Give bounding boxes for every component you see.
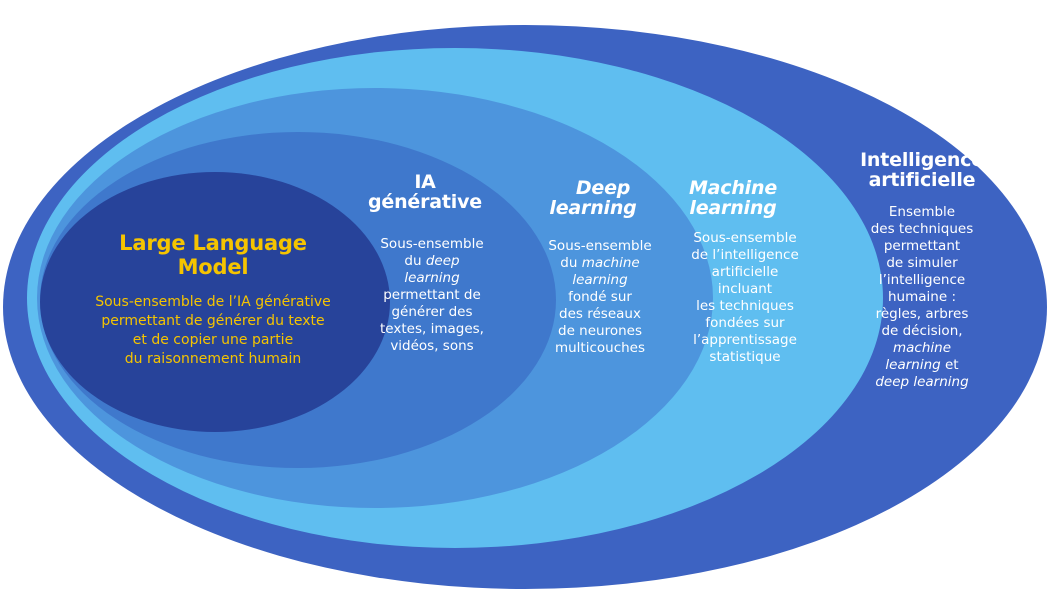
layer-ml-desc-line: artificielle (711, 264, 779, 280)
layer-ai-desc-line: des techniques (870, 221, 974, 237)
layer-ml-desc-line: de l’intelligence (691, 247, 799, 263)
layer-ml-desc-line: les techniques (696, 298, 794, 314)
layer-gen-desc-line: permettant de (383, 287, 481, 303)
layer-gen-desc-line: learning (404, 270, 460, 286)
layer-llm-title: Large Language Model (119, 231, 307, 279)
layer-ml-desc-line: statistique (709, 349, 781, 365)
layer-dl-desc-line: Sous-ensemble (548, 238, 652, 254)
layer-gen-title: IA générative (368, 171, 482, 213)
layer-ai-desc-line: machine (892, 340, 951, 356)
layer-ai-desc-line: learning et (885, 357, 959, 373)
layer-ai-desc-line: de décision, (881, 323, 963, 339)
layer-llm: Large Language Model Sous-ensemble de l’… (68, 231, 358, 369)
layer-dl-desc-line: du machine (560, 255, 640, 271)
layer-ai-desc-line: permettant (883, 238, 961, 254)
layer-dl-desc-line: fondé sur (568, 289, 632, 305)
layer-dl-title: Deep learning (549, 177, 637, 219)
layer-ai-desc-line: l’intelligence (878, 272, 966, 288)
layer-gen-desc-line: Sous-ensemble (380, 236, 484, 252)
layer-dl-desc-line: des réseaux (559, 306, 641, 322)
layer-llm-desc-line: permettant de générer du texte (101, 313, 325, 329)
layer-ml-desc-line: Sous-ensemble (693, 230, 797, 246)
layer-llm-desc-line: du raisonnement humain (124, 351, 302, 367)
layer-gen-desc-line: textes, images, (380, 321, 484, 337)
layer-gen-desc-line: vidéos, sons (390, 338, 474, 354)
layer-ml-desc-line: incluant (717, 281, 773, 297)
layer-ai-desc-line: Ensemble (888, 204, 956, 220)
layer-ai-title: Intelligence artificielle (860, 149, 984, 191)
layer-dl-desc-line: de neurones (558, 323, 642, 339)
layer-ai-desc-line: règles, arbres (875, 306, 969, 322)
layer-ai-desc-line: deep learning (875, 374, 969, 390)
layer-llm-desc-line: Sous-ensemble de l’IA générative (95, 294, 331, 310)
layer-dl-desc-line: multicouches (554, 340, 646, 356)
layer-llm-desc-line: et de copier une partie (132, 332, 294, 348)
layer-dl-desc-line: learning (572, 272, 628, 288)
layer-ml-title: Machine learning (688, 177, 778, 219)
layer-ai-desc-line: de simuler (886, 255, 958, 271)
layer-gen-desc-line: du deep (404, 253, 460, 269)
layer-ai-desc-line: humaine : (888, 289, 956, 305)
layer-ml-desc-line: fondées sur (705, 315, 785, 331)
layer-gen-desc-line: générer des (391, 304, 473, 320)
ellipse-large-language-model (40, 172, 390, 432)
layer-llm-description: Sous-ensemble de l’IA générative permetta… (68, 293, 358, 369)
layer-ml-desc-line: l’apprentissage (693, 332, 797, 348)
